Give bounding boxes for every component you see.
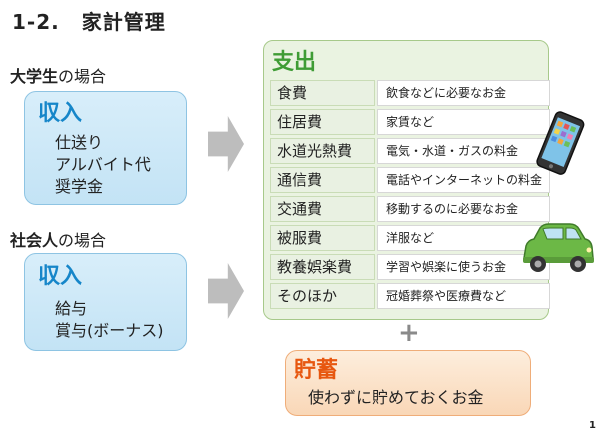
expense-row: 水道光熱費 電気・水道・ガスの料金 xyxy=(270,138,550,164)
expense-row: 被服費 洋服など xyxy=(270,225,550,251)
expense-desc: 移動するのに必要なお金 xyxy=(377,196,550,222)
arrow-right-icon xyxy=(208,263,244,319)
worker-income-box xyxy=(24,253,187,351)
expense-name: 教養娯楽費 xyxy=(270,254,375,280)
income-item: 賞与(ボーナス) xyxy=(55,321,164,340)
plus-sign: + xyxy=(398,318,420,348)
expense-name: 通信費 xyxy=(270,167,375,193)
student-case-label: 大学生の場合 xyxy=(10,63,106,87)
expense-name: 交通費 xyxy=(270,196,375,222)
expense-name: 被服費 xyxy=(270,225,375,251)
expense-row: 交通費 移動するのに必要なお金 xyxy=(270,196,550,222)
student-income-list: 仕送り アルバイト代 奨学金 xyxy=(55,132,151,198)
expense-row: 住居費 家賃など xyxy=(270,109,550,135)
expense-name: 住居費 xyxy=(270,109,375,135)
expense-desc: 電気・水道・ガスの料金 xyxy=(377,138,550,164)
income-item: アルバイト代 xyxy=(55,155,151,174)
page-number: 1 xyxy=(589,420,596,431)
student-income-title: 収入 xyxy=(38,101,83,126)
expense-row: そのほか 冠婚葬祭や医療費など xyxy=(270,283,550,309)
expense-desc: 学習や娯楽に使うお金 xyxy=(377,254,550,280)
expenses-title: 支出 xyxy=(272,50,317,75)
savings-title: 貯蓄 xyxy=(294,358,339,383)
expense-row: 通信費 電話やインターネットの料金 xyxy=(270,167,550,193)
worker-case-label: 社会人の場合 xyxy=(10,227,106,251)
title-number: 1-2. xyxy=(12,10,60,34)
student-label-bold: 大学生 xyxy=(10,67,59,86)
expense-desc: 冠婚葬祭や医療費など xyxy=(377,283,550,309)
income-item: 仕送り xyxy=(55,133,104,152)
worker-income-list: 給与 賞与(ボーナス) xyxy=(55,298,164,342)
worker-label-rest: の場合 xyxy=(58,231,107,250)
expense-desc: 家賃など xyxy=(377,109,550,135)
expense-row: 教養娯楽費 学習や娯楽に使うお金 xyxy=(270,254,550,280)
student-label-rest: の場合 xyxy=(58,67,107,86)
expense-name: 食費 xyxy=(270,80,375,106)
student-income-box xyxy=(24,91,187,205)
arrow-right-icon xyxy=(208,116,244,172)
income-item: 給与 xyxy=(55,299,88,318)
expense-desc: 飲食などに必要なお金 xyxy=(377,80,550,106)
expense-desc: 電話やインターネットの料金 xyxy=(377,167,550,193)
expense-row: 食費 飲食などに必要なお金 xyxy=(270,80,550,106)
worker-income-title: 収入 xyxy=(38,264,83,289)
expense-name: そのほか xyxy=(270,283,375,309)
smartphone-icon xyxy=(536,111,585,175)
savings-box xyxy=(285,350,531,416)
slide-title: 1-2. 家計管理 xyxy=(12,6,166,35)
worker-label-bold: 社会人 xyxy=(10,231,59,250)
expense-desc: 洋服など xyxy=(377,225,550,251)
title-text: 家計管理 xyxy=(81,10,166,34)
savings-desc: 使わずに貯めておくお金 xyxy=(308,388,484,407)
car-icon xyxy=(523,223,594,272)
expense-name: 水道光熱費 xyxy=(270,138,375,164)
income-item: 奨学金 xyxy=(55,177,104,196)
